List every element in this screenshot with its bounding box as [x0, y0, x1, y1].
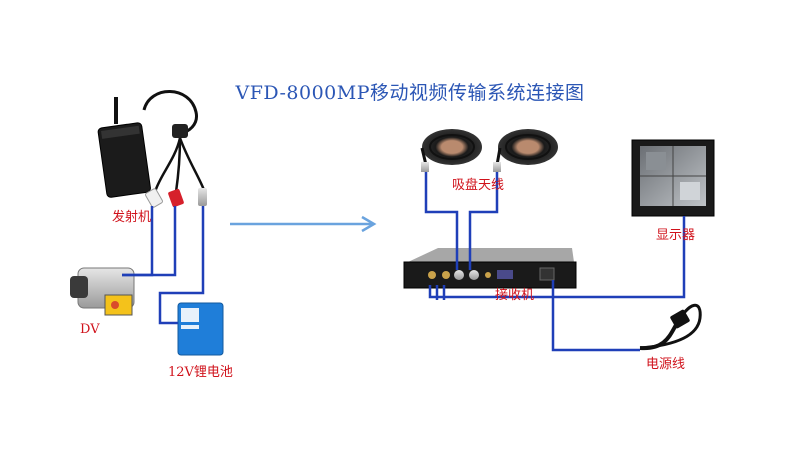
power-cord-label: 电源线 — [646, 357, 686, 372]
power-wire — [551, 280, 640, 352]
transmitter-splitter — [172, 124, 188, 138]
battery-label: 12V锂电池 — [168, 365, 233, 380]
signal-flow-arrow — [230, 215, 377, 233]
suction-antenna-right — [493, 129, 558, 172]
suction-antenna-left — [420, 129, 482, 172]
transmitter-body — [97, 122, 151, 198]
antenna-left-wire — [424, 172, 459, 270]
camera-lens — [70, 276, 88, 298]
monitor-wire — [428, 216, 686, 299]
dv-camera — [70, 267, 135, 316]
receiver-label: 接收机 — [495, 288, 535, 303]
transmitter-cable-loop — [142, 90, 198, 136]
audio-rca-plug — [168, 188, 184, 208]
audio-wire — [122, 206, 177, 277]
battery-device — [177, 302, 224, 356]
receiver-device — [403, 248, 577, 289]
receiver-top — [408, 248, 574, 262]
power-cord — [639, 303, 702, 351]
connection-wires — [122, 172, 686, 352]
antenna-label: 吸盘天线 — [452, 178, 505, 193]
transmitter-label: 发射机 — [112, 210, 152, 225]
monitor-device — [631, 139, 715, 217]
battery-wire — [158, 206, 205, 325]
diagram-title: VFD-8000MP移动视频传输系统连接图 — [235, 82, 585, 104]
camera-label: DV — [80, 322, 100, 337]
monitor-label: 显示器 — [656, 228, 696, 243]
antenna-right-wire — [468, 172, 499, 270]
power-plug — [198, 188, 207, 206]
transmitter-device — [97, 90, 207, 208]
video-rca-plug — [145, 188, 163, 208]
